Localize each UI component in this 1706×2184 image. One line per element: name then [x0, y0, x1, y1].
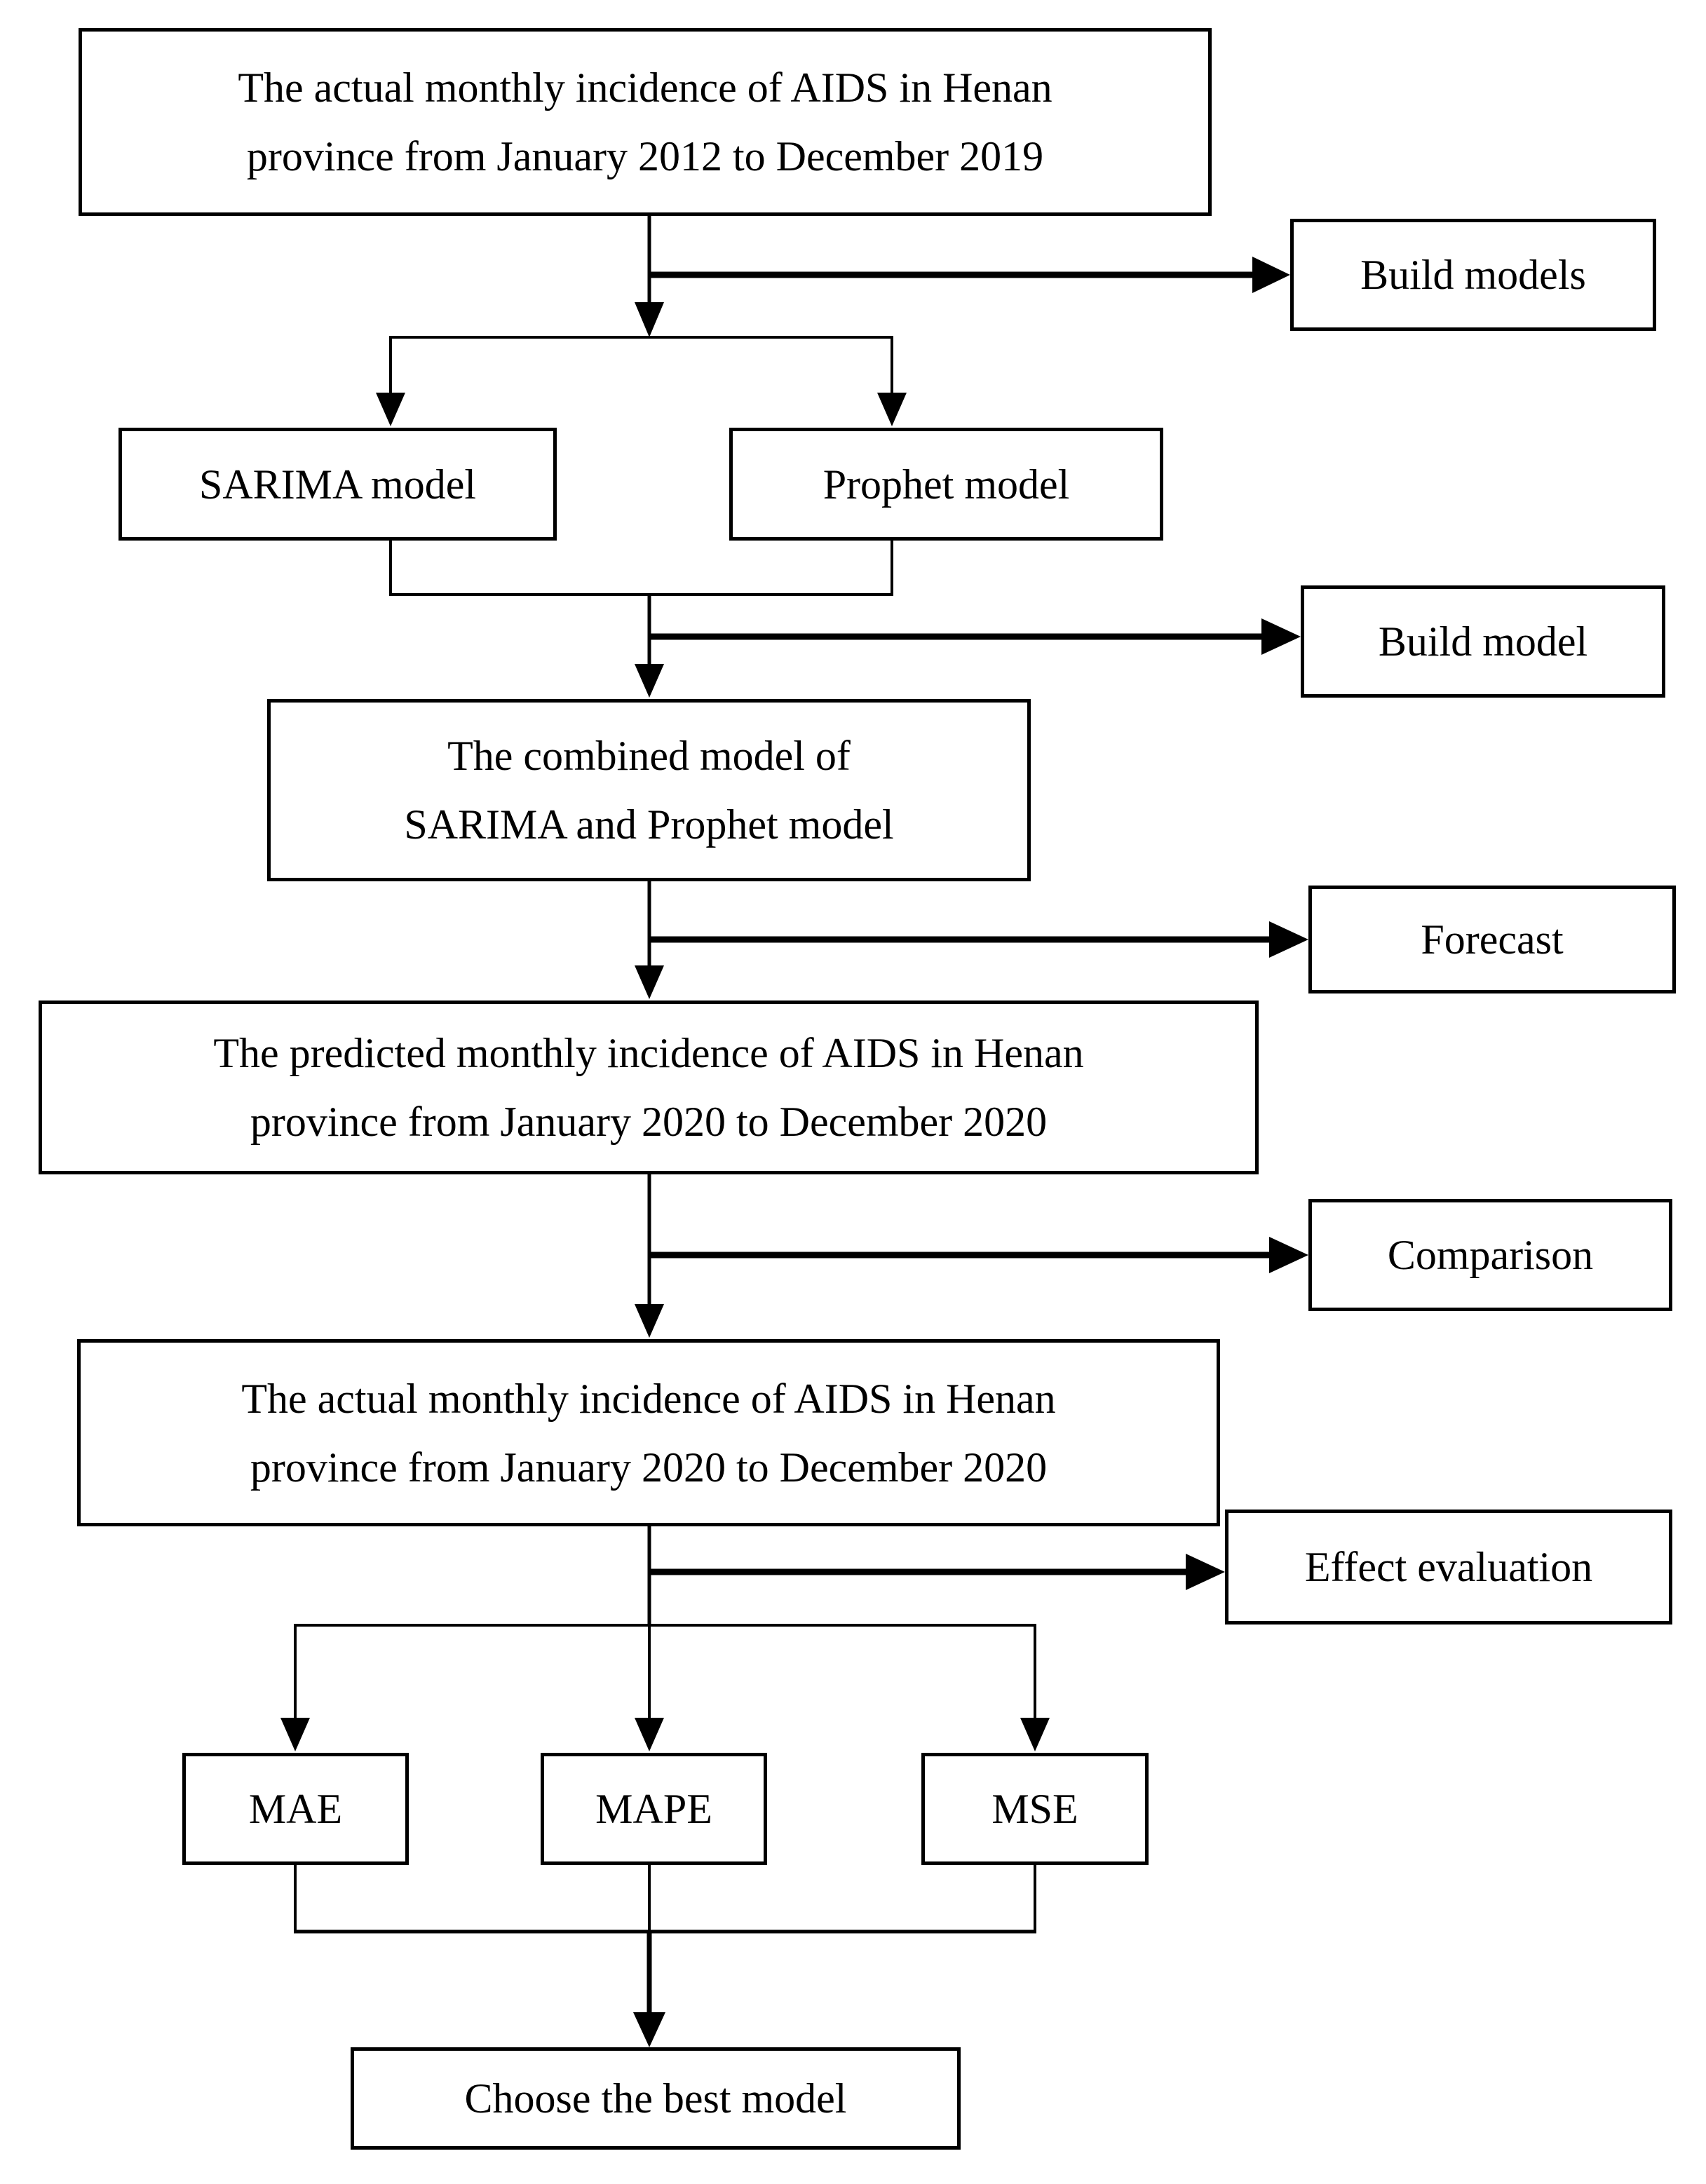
- connector-predicted-to-actual: [635, 1174, 664, 1338]
- node-text-line: Effect evaluation: [1304, 1544, 1593, 1590]
- node-text-line: province from January 2020 to December 2…: [250, 1444, 1048, 1491]
- node-text-line: The combined model of: [447, 733, 851, 779]
- node-mape-metric: MAPE: [541, 1753, 767, 1865]
- connector-merge-to-combined: [635, 595, 664, 698]
- node-predicted-incidence-2020: The predicted monthly incidence of AIDS …: [39, 1001, 1259, 1174]
- node-text-line: Prophet model: [822, 461, 1070, 508]
- node-actual-incidence-2012-2019: The actual monthly incidence of AIDS in …: [79, 28, 1212, 216]
- node-comparison-label: Comparison: [1308, 1199, 1672, 1311]
- node-choose-best-model: Choose the best model: [351, 2047, 961, 2150]
- node-sarima-model: SARIMA model: [119, 428, 557, 541]
- node-effect-evaluation-label: Effect evaluation: [1225, 1510, 1672, 1625]
- connector-merge-to-choose: [633, 1932, 665, 2047]
- split-bracket-models: [376, 336, 907, 426]
- node-text-line: MAPE: [595, 1786, 712, 1832]
- node-text-line: province from January 2012 to December 2…: [246, 133, 1044, 179]
- node-text-line: Comparison: [1387, 1232, 1594, 1278]
- node-build-model-label: Build model: [1301, 585, 1665, 698]
- node-mse-metric: MSE: [921, 1753, 1149, 1865]
- node-text-line: MSE: [991, 1786, 1078, 1832]
- node-text-line: Choose the best model: [464, 2075, 847, 2122]
- node-text-line: Build model: [1378, 618, 1588, 665]
- node-text-line: The actual monthly incidence of AIDS in …: [241, 1375, 1056, 1422]
- node-text-line: province from January 2020 to December 2…: [250, 1099, 1048, 1145]
- node-combined-model: The combined model of SARIMA and Prophet…: [267, 699, 1031, 881]
- split-bracket-metrics: [280, 1624, 1050, 1751]
- arrow-to-forecast: [649, 921, 1308, 958]
- connector-combined-to-predicted: [635, 881, 664, 999]
- arrow-to-build-model: [649, 618, 1301, 655]
- node-text-line: Forecast: [1421, 916, 1564, 963]
- node-actual-incidence-2020: The actual monthly incidence of AIDS in …: [77, 1339, 1220, 1526]
- node-text-line: SARIMA model: [198, 461, 477, 508]
- node-mae-metric: MAE: [182, 1753, 409, 1865]
- node-text-line: The actual monthly incidence of AIDS in …: [238, 65, 1052, 111]
- arrow-to-effect-evaluation: [649, 1554, 1225, 1590]
- node-build-models-label: Build models: [1290, 219, 1656, 331]
- arrow-to-build-models: [649, 257, 1290, 293]
- node-forecast-label: Forecast: [1308, 886, 1676, 993]
- arrow-to-comparison: [649, 1237, 1308, 1273]
- node-text-line: The predicted monthly incidence of AIDS …: [213, 1030, 1084, 1076]
- merge-bracket-models: [389, 541, 893, 596]
- connector-top-to-model-split: [635, 216, 664, 337]
- node-text-line: SARIMA and Prophet model: [404, 801, 894, 848]
- node-text-line: Build models: [1360, 252, 1586, 298]
- node-prophet-model: Prophet model: [729, 428, 1163, 541]
- merge-bracket-metrics: [294, 1865, 1036, 1934]
- node-text-line: MAE: [248, 1786, 343, 1832]
